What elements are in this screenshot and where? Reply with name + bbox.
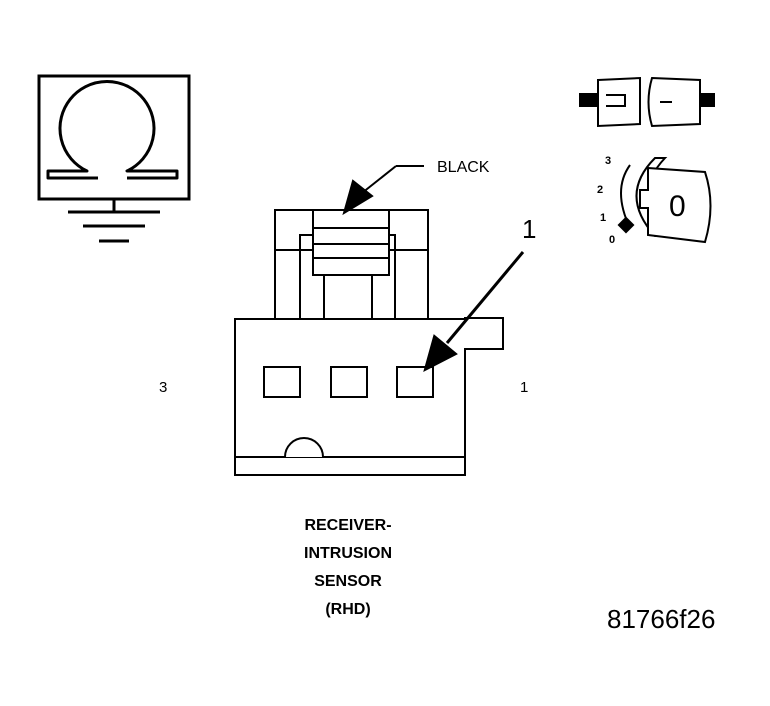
ignition-pos-3: 3 xyxy=(605,155,612,167)
connector-title: RECEIVER- INTRUSION SENSOR (RHD) xyxy=(268,512,428,624)
title-line-3: SENSOR xyxy=(314,573,382,590)
ignition-pos-2: 2 xyxy=(597,184,604,196)
connector-cavities xyxy=(263,366,434,398)
callout-1-arrow xyxy=(423,251,525,372)
black-leader xyxy=(342,165,424,216)
title-line-4: (RHD) xyxy=(325,601,371,618)
ignition-key-switch-icon xyxy=(617,157,712,244)
connector-body xyxy=(234,209,504,476)
callout-number: 1 xyxy=(522,214,537,244)
pin-label-right: 1 xyxy=(520,379,529,396)
ohmmeter-ground-icon xyxy=(37,74,191,243)
cavity-pin-3 xyxy=(263,366,301,398)
connector-color-label: BLACK xyxy=(437,159,490,176)
ignition-key-position: 0 xyxy=(669,190,686,223)
ignition-pos-1: 1 xyxy=(600,212,607,224)
pin-label-left: 3 xyxy=(159,379,168,396)
title-line-2: INTRUSION xyxy=(304,545,392,562)
ignition-pos-0: 0 xyxy=(609,234,616,246)
figure-id: 81766f26 xyxy=(607,604,716,634)
title-line-1: RECEIVER- xyxy=(304,517,392,534)
disconnected-connector-icon xyxy=(579,76,715,128)
cavity-pin-2 xyxy=(330,366,368,398)
cavity-pin-1 xyxy=(396,366,434,398)
